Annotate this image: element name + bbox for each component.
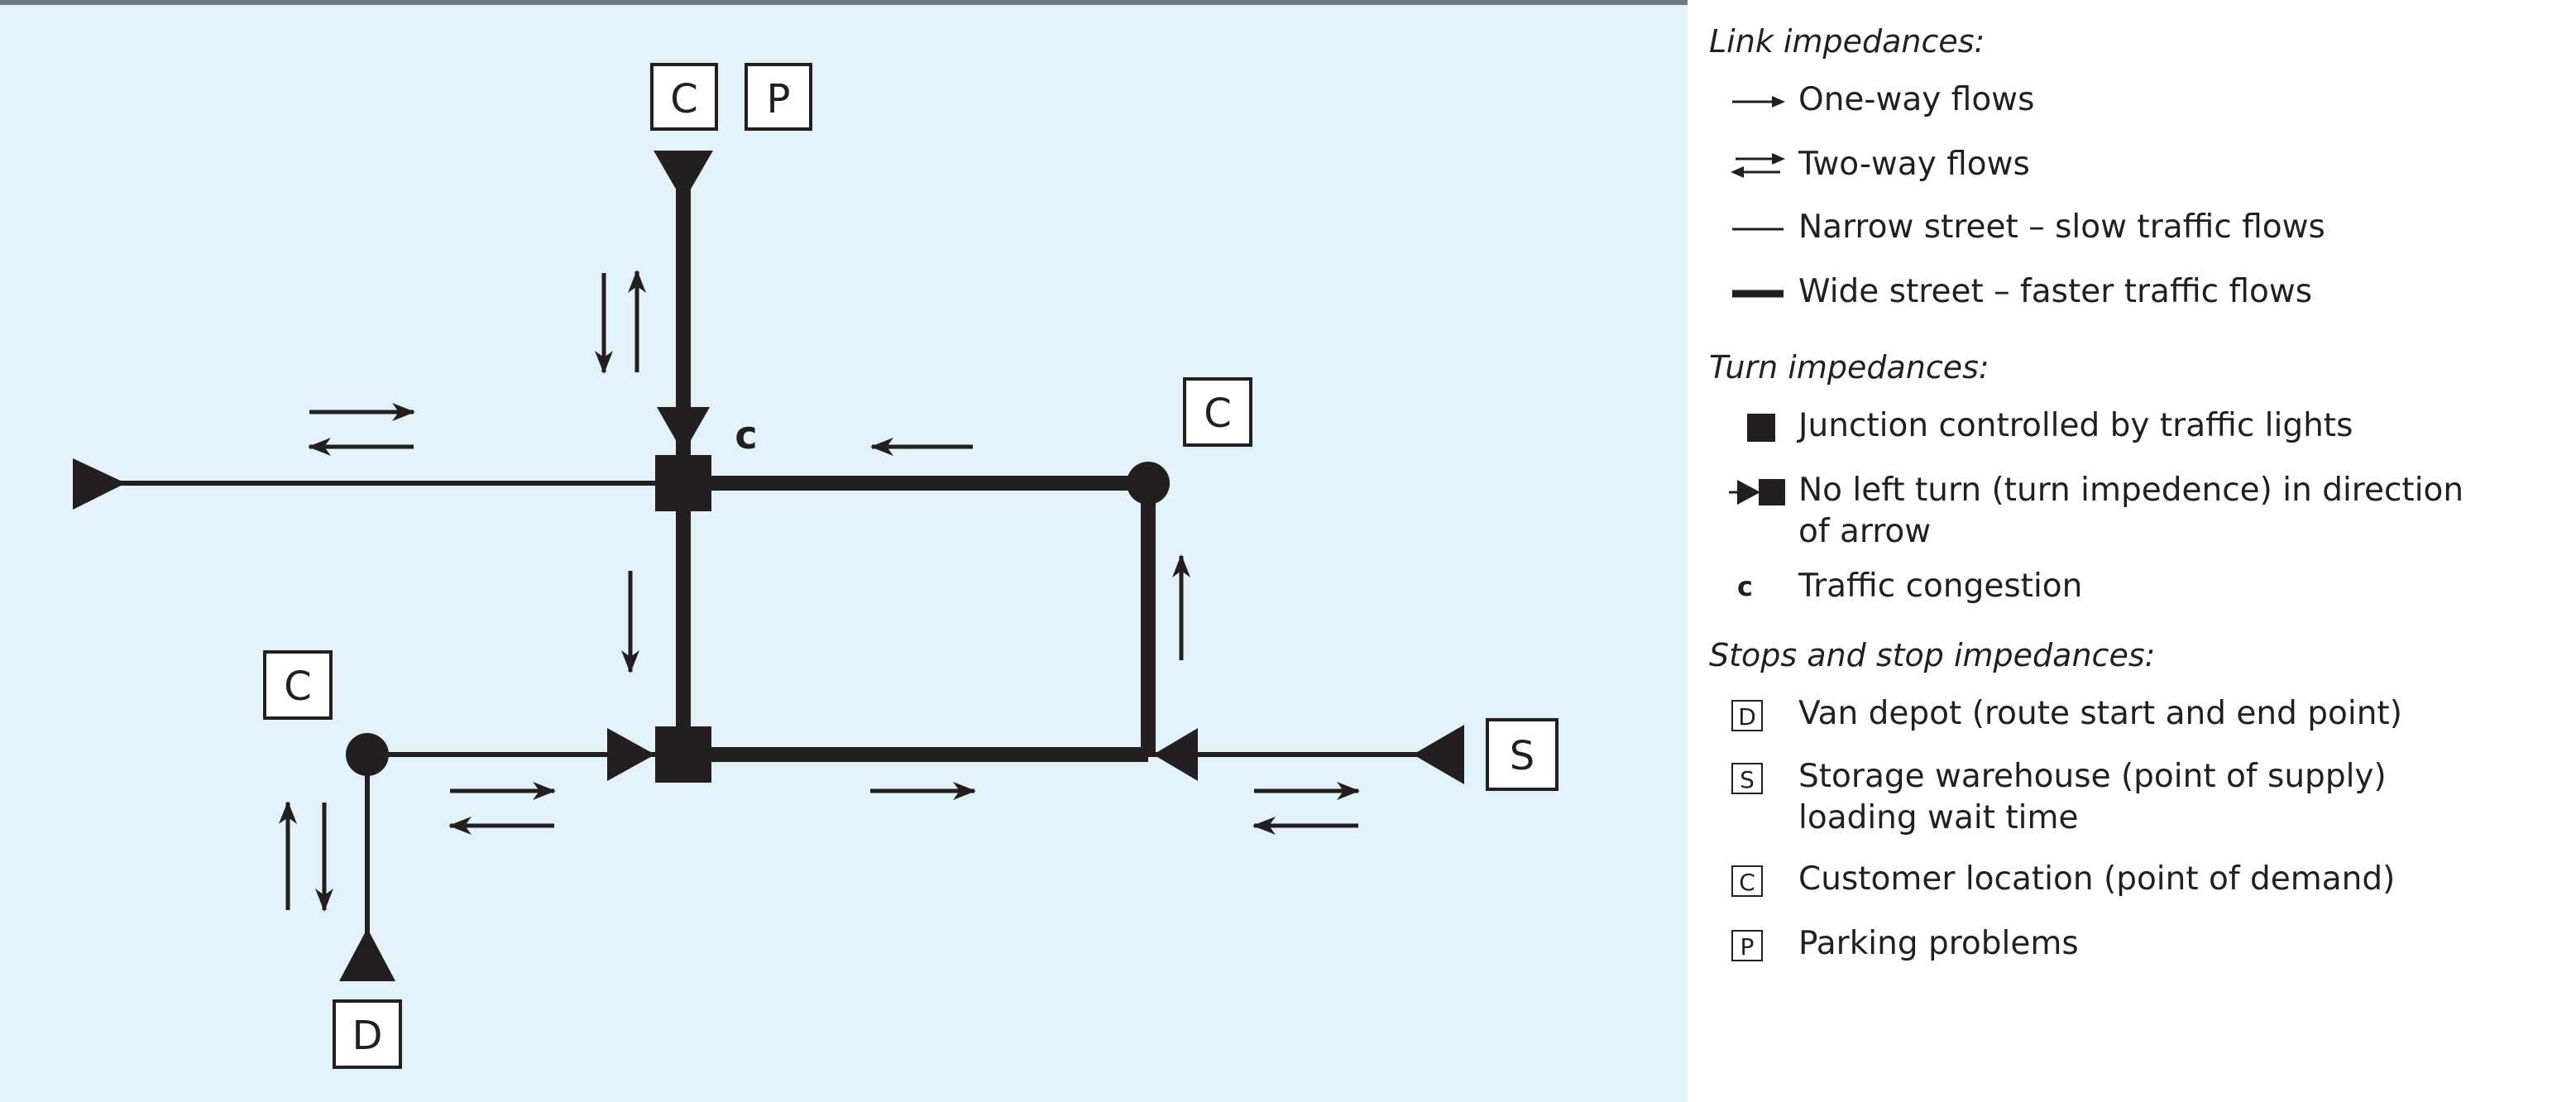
one-way-arrow-icon: [1732, 96, 1785, 108]
link-impedances-heading: Link impedances:: [1709, 23, 1985, 60]
legend-label-traffic-lights: Junction controlled by traffic lights: [1798, 407, 2353, 444]
no-left-turn-triangle-bottom-east: [1153, 728, 1198, 781]
legend-label-storage-line1: Storage warehouse (point of supply): [1798, 758, 2387, 795]
east-customer-label: C: [1183, 377, 1252, 447]
legend-label-wide-street: Wide street – faster traffic flows: [1798, 273, 2313, 310]
traffic-light-junction-bottom: [655, 726, 711, 783]
customer-box-icon: C: [1731, 865, 1763, 897]
east-customer-letter: C: [1204, 390, 1232, 437]
route-network-diagram: C P C C D S c: [0, 0, 1688, 1102]
diagram-background: [0, 0, 1688, 1102]
legend-label-narrow-street: Narrow street – slow traffic flows: [1798, 208, 2325, 246]
legend-label-no-left-turn-line2: of arrow: [1798, 513, 1932, 550]
legend-label-no-left-turn: No left turn (turn impedence) in directi…: [1798, 470, 2543, 553]
no-left-turn-triangle-west: [73, 458, 126, 510]
no-left-turn-triangle-top: [654, 151, 713, 202]
legend-label-congestion: Traffic congestion: [1798, 568, 2083, 605]
west-customer-letter: C: [284, 664, 312, 710]
west-customer-node: [346, 733, 389, 776]
legend-label-one-way: One-way flows: [1798, 81, 2035, 118]
square-icon: [1747, 414, 1775, 442]
warehouse-box-icon: S: [1731, 763, 1763, 794]
parking-problem-letter: P: [767, 76, 791, 122]
storage-warehouse-label: S: [1486, 718, 1559, 791]
legend-panel: Link impedances: One-way flows Two-way f…: [1688, 0, 2576, 1102]
top-customer-label: C: [650, 63, 718, 131]
parking-box-icon: P: [1731, 930, 1763, 961]
no-left-turn-icon: [1729, 479, 1785, 505]
two-way-arrow-icon: [1731, 153, 1785, 178]
legend-label-customer: Customer location (point of demand): [1798, 860, 2396, 898]
top-border: [0, 0, 1688, 5]
van-depot-label: D: [333, 999, 402, 1069]
no-left-turn-triangle-warehouse: [1413, 725, 1464, 784]
west-customer-label: C: [263, 650, 333, 720]
congestion-c-icon: c: [1737, 571, 1753, 602]
legend-label-storage-warehouse: Storage warehouse (point of supply) load…: [1798, 756, 2543, 839]
legend-label-no-left-turn-line1: No left turn (turn impedence) in directi…: [1798, 472, 2464, 509]
traffic-congestion-marker: c: [735, 413, 757, 458]
storage-warehouse-letter: S: [1510, 733, 1535, 779]
no-left-turn-triangle-upper: [657, 407, 710, 453]
legend-label-storage-line2: loading wait time: [1798, 799, 2079, 836]
van-depot-letter: D: [352, 1013, 383, 1059]
turn-impedances-heading: Turn impedances:: [1709, 349, 1989, 386]
parking-problem-label: P: [745, 63, 812, 131]
stops-heading: Stops and stop impedances:: [1709, 637, 2156, 673]
legend-label-two-way: Two-way flows: [1798, 146, 2030, 183]
top-customer-letter: C: [670, 76, 698, 122]
depot-box-icon: D: [1731, 700, 1763, 731]
traffic-light-junction-top: [655, 455, 711, 511]
legend-label-van-depot: Van depot (route start and end point): [1798, 695, 2402, 732]
east-customer-node: [1127, 462, 1170, 505]
thin-line-icon: [1732, 228, 1784, 231]
thick-line-icon: [1732, 290, 1784, 298]
no-left-turn-triangle-bottom-west: [607, 728, 655, 781]
no-left-turn-triangle-depot: [339, 928, 395, 981]
legend-label-parking: Parking problems: [1798, 925, 2079, 962]
